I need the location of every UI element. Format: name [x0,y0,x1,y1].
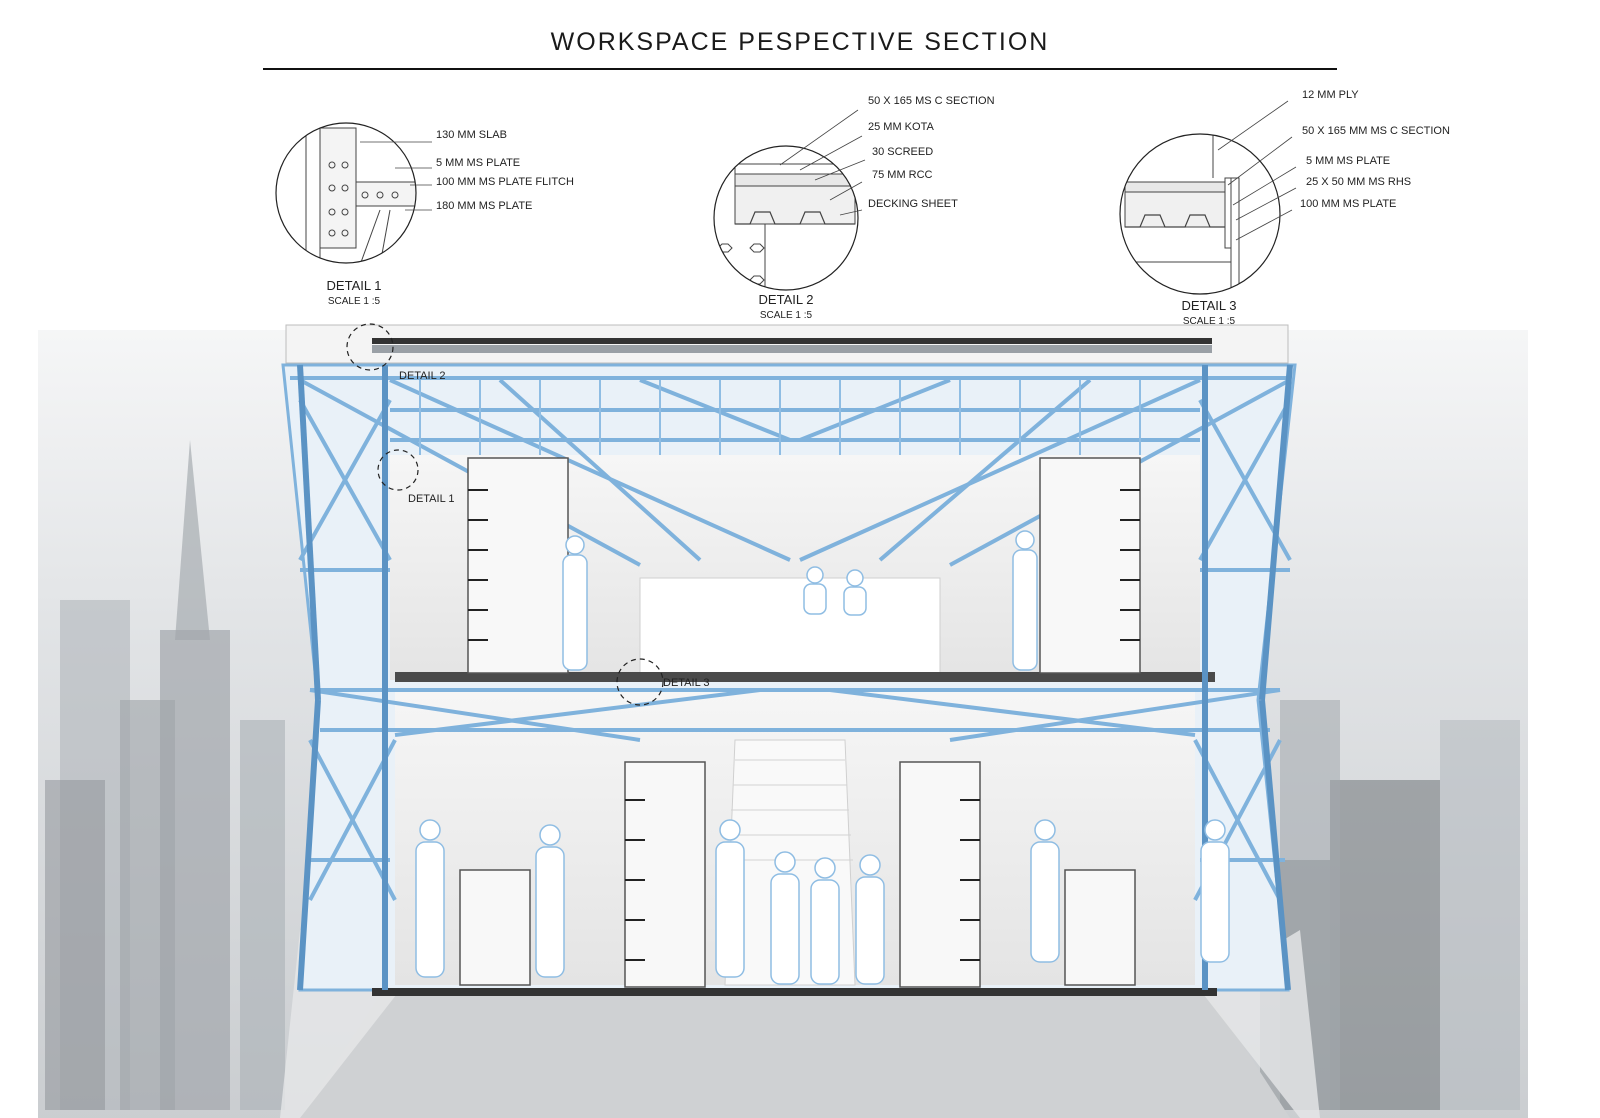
figure [1200,819,1230,963]
detail-2-label-4: 75 MM RCC [872,169,933,181]
detail-3: 12 MM PLY 50 X 165 MM MS C SECTION 5 MM … [1119,89,1450,327]
shelf-lines [468,489,1140,961]
detail-2-label-3: 30 SCREED [872,146,933,158]
detail-3-callout-circle [616,658,664,706]
detail-1-scale: SCALE 1 :5 [328,296,381,307]
detail-2-label-5: DECKING SHEET [868,198,958,210]
callout-detail-3: DETAIL 3 [663,677,709,689]
figure [855,854,885,985]
detail-1-title: DETAIL 1 [327,278,382,293]
detail-2-callout-circle [346,323,394,371]
detail-2-label-2: 25 MM KOTA [868,121,934,133]
detail-2-label-1: 50 X 165 MS C SECTION [868,95,995,107]
roof-rafters [419,380,1141,455]
callout-detail-2: DETAIL 2 [399,370,445,382]
sheet-title: WORKSPACE PESPECTIVE SECTION [550,28,1050,56]
detail-1-label-1: 130 MM SLAB [436,129,507,141]
detail-3-label-4: 25 X 50 MM MS RHS [1306,176,1411,188]
shelving-units [459,457,1141,988]
detail-2: 50 X 165 MS C SECTION 25 MM KOTA 30 SCRE… [713,95,995,321]
detail-3-title: DETAIL 3 [1182,298,1237,313]
detail-2-scale: SCALE 1 :5 [760,310,813,321]
detail-1-label-3: 100 MM MS PLATE FLITCH [436,176,574,188]
detail-2-title: DETAIL 2 [759,292,814,307]
figure [1030,819,1060,963]
detail-3-label-5: 100 MM MS PLATE [1300,198,1396,210]
detail-1-label-2: 5 MM MS PLATE [436,157,520,169]
figure [415,819,445,978]
detail-1: 130 MM SLAB 5 MM MS PLATE 100 MM MS PLAT… [275,122,574,307]
title-underline [263,68,1337,70]
figure [810,857,840,985]
figure [562,535,588,671]
figure [535,824,565,978]
detail-3-label-3: 5 MM MS PLATE [1306,155,1390,167]
figure [770,851,800,985]
detail-1-label-4: 180 MM MS PLATE [436,200,532,212]
detail-1-callout-circle [377,449,419,491]
figure [1012,530,1038,671]
figure [843,569,867,616]
human-figures [415,530,1230,985]
detail-3-scale: SCALE 1 :5 [1183,316,1236,327]
callout-detail-1: DETAIL 1 [408,493,454,505]
section-callouts [346,323,664,706]
figure [803,566,827,615]
detail-3-label-2: 50 X 165 MM MS C SECTION [1302,125,1450,137]
steel-columns [297,364,1293,991]
figure [715,819,745,978]
detail-3-label-1: 12 MM PLY [1302,89,1359,101]
